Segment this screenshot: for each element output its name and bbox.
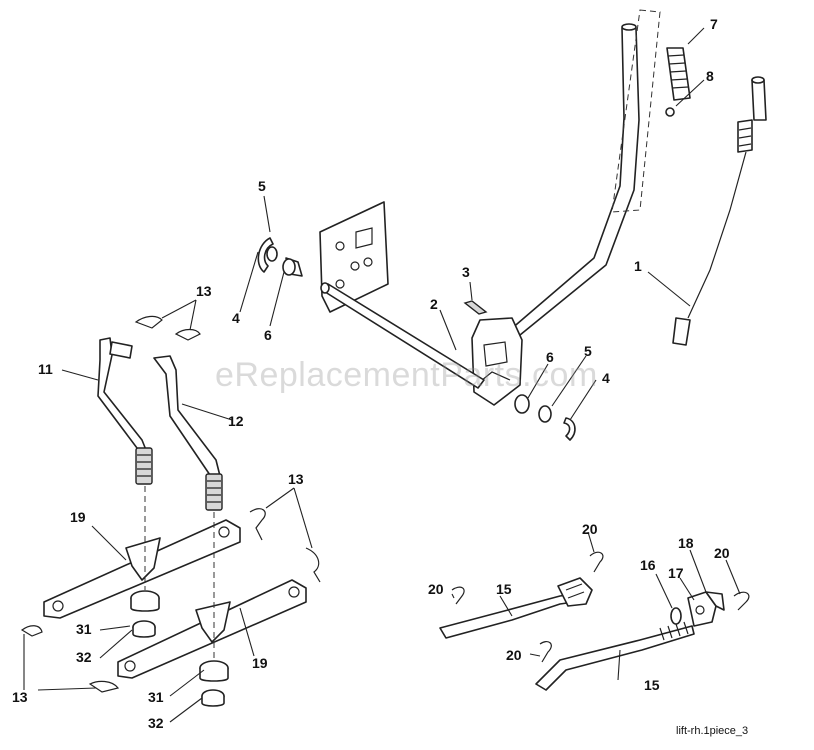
leader-lines: [23, 27, 741, 723]
shaft-hardware-left: [257, 237, 303, 277]
bow-tie-clips: [451, 551, 750, 663]
callout-32-lower: 32: [148, 715, 164, 731]
callout-32-upper: 32: [76, 649, 92, 665]
diagram-reference: lift-rh.1piece_3: [676, 725, 749, 737]
lift-arm-lower: [117, 579, 307, 679]
center-lines: [144, 486, 215, 660]
callout-6-right: 6: [546, 349, 554, 365]
lift-cable: [672, 76, 767, 346]
roll-pin: [463, 300, 488, 315]
hairpin-clips: [20, 315, 321, 693]
callout-12: 12: [228, 413, 244, 429]
callout-4-right: 4: [602, 370, 610, 386]
callout-13-top: 13: [196, 283, 212, 299]
callout-labels: 1 2 3 4 4 5 5 6 6 7 8 11 12 13 13 13 15 …: [12, 16, 730, 731]
callout-11: 11: [38, 361, 53, 377]
lift-link-right: [153, 355, 223, 511]
callout-3: 3: [462, 264, 470, 280]
callout-6: 6: [264, 327, 272, 343]
callout-1: 1: [634, 258, 642, 274]
callout-31-upper: 31: [76, 621, 92, 637]
lift-arm-upper: [43, 519, 241, 619]
callout-13-mid: 13: [288, 471, 304, 487]
callout-31-lower: 31: [148, 689, 164, 705]
trunnion-hardware: [670, 591, 725, 627]
callout-15-lower: 15: [644, 677, 660, 693]
callout-20-right: 20: [714, 545, 730, 561]
callout-20-top: 20: [582, 521, 598, 537]
callout-5: 5: [258, 178, 266, 194]
callout-20-bottom: 20: [506, 647, 522, 663]
callout-13-bottom: 13: [12, 689, 28, 705]
spacers-nuts: [130, 590, 229, 707]
watermark: eReplacementParts.com: [215, 356, 598, 394]
adjust-rod-upper: [439, 577, 593, 639]
callout-7: 7: [710, 16, 718, 32]
spring-grip: [665, 47, 691, 117]
callout-20-left: 20: [428, 581, 444, 597]
adjust-rod-lower: [535, 621, 695, 691]
callout-8: 8: [706, 68, 714, 84]
callout-19-upper: 19: [70, 509, 86, 525]
shaft-hardware-right: [514, 394, 576, 441]
callout-2: 2: [430, 296, 438, 312]
callout-5-right: 5: [584, 343, 592, 359]
callout-15-upper: 15: [496, 581, 512, 597]
callout-17: 17: [668, 565, 684, 581]
callout-4: 4: [232, 310, 240, 326]
lift-shaft: [320, 282, 485, 389]
callout-18: 18: [678, 535, 694, 551]
callout-16: 16: [640, 557, 656, 573]
lift-lever: [471, 9, 661, 406]
lift-link-left: [97, 337, 153, 485]
callout-19-lower: 19: [252, 655, 268, 671]
